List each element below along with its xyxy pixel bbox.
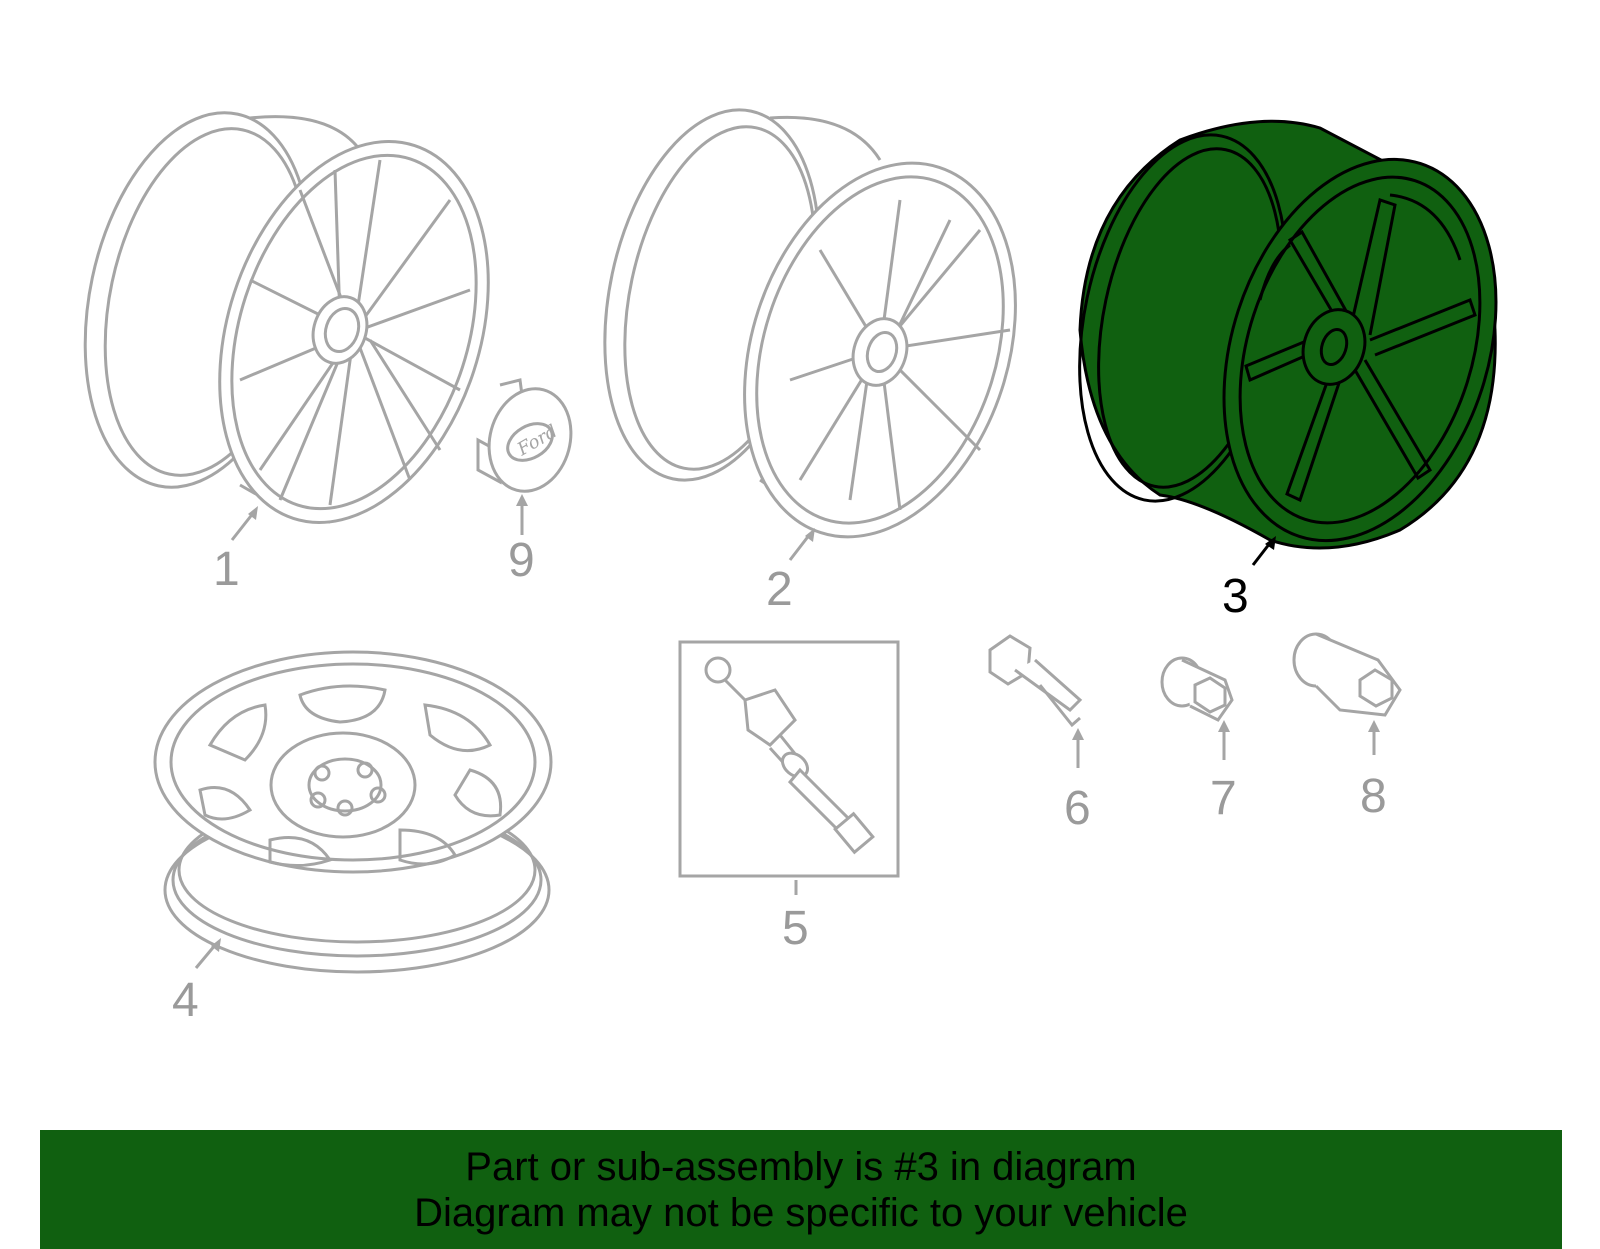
wheel-1[interactable] <box>53 92 535 558</box>
lug-nut-7[interactable] <box>1160 656 1234 722</box>
parts-diagram: Ford <box>53 90 1542 1027</box>
wheel-3-highlighted[interactable] <box>1048 116 1542 576</box>
info-banner: Part or sub-assembly is #3 in diagram Di… <box>40 1130 1562 1249</box>
callout-5: 5 <box>782 902 809 955</box>
tpms-sensor-kit-5[interactable] <box>678 640 900 878</box>
callout-8: 8 <box>1360 770 1387 823</box>
lock-nut-8[interactable] <box>1292 632 1402 717</box>
callout-6: 6 <box>1064 782 1091 835</box>
callout-1: 1 <box>213 543 240 596</box>
callout-7: 7 <box>1210 772 1237 825</box>
callout-2: 2 <box>766 563 793 616</box>
wheel-4-steel[interactable] <box>153 650 553 974</box>
callout-3: 3 <box>1222 570 1249 623</box>
wheel-2[interactable] <box>573 90 1061 572</box>
banner-line-2: Diagram may not be specific to your vehi… <box>414 1190 1188 1235</box>
callout-9: 9 <box>508 534 535 587</box>
leader-lines <box>194 494 1380 969</box>
valve-stem-6[interactable] <box>988 634 1083 728</box>
banner-line-1: Part or sub-assembly is #3 in diagram <box>465 1144 1137 1189</box>
center-cap-9[interactable]: Ford <box>476 378 582 500</box>
callout-4: 4 <box>172 974 199 1027</box>
